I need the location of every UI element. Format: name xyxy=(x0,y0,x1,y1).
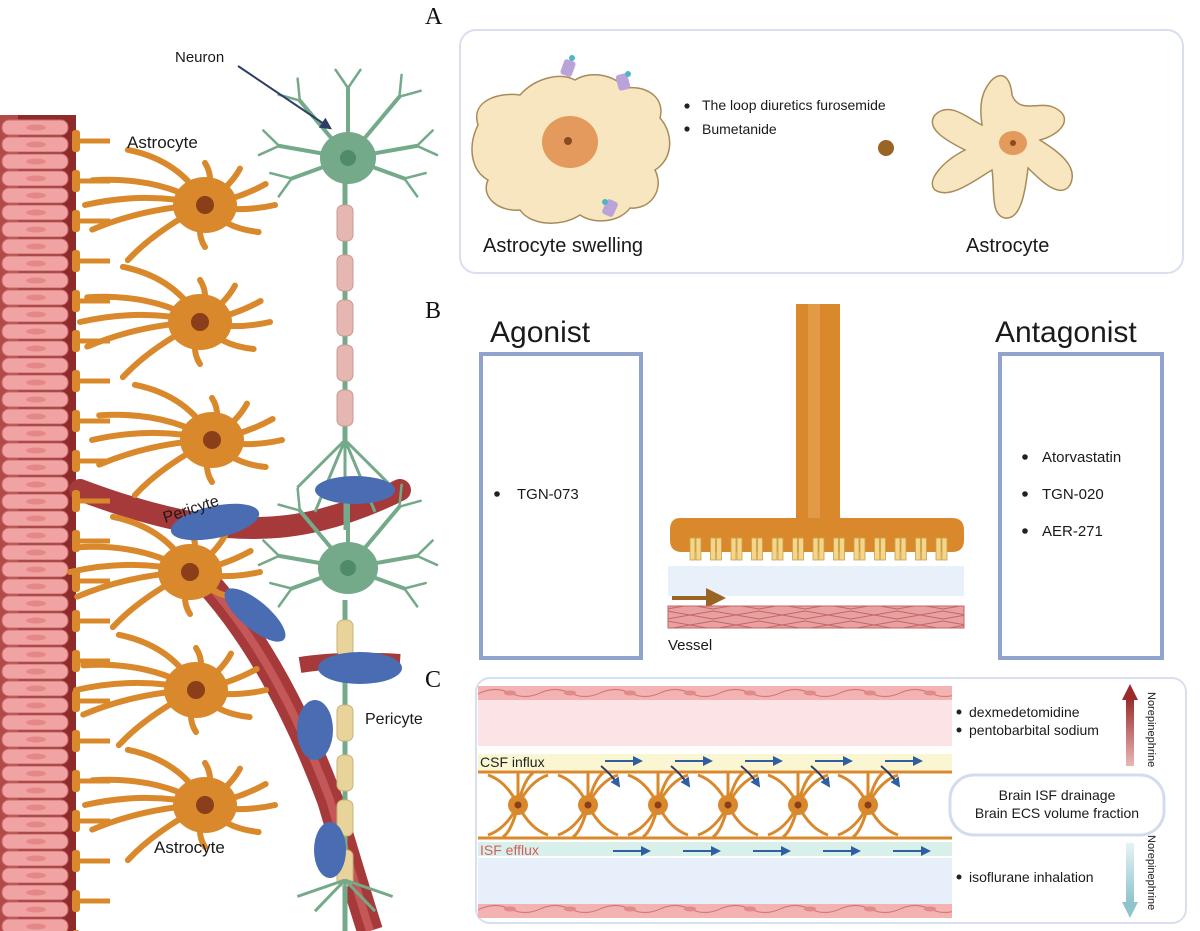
panel-a-bullet-2: Bumetanide xyxy=(702,121,777,137)
pericyte-cells xyxy=(170,476,402,878)
panel-c-letter: C xyxy=(425,667,441,693)
flow-arrows xyxy=(600,756,931,856)
channel-protein-icons xyxy=(560,55,631,217)
vessel-wall-icon xyxy=(667,605,965,629)
antagonist-item-2: TGN-020 xyxy=(1042,486,1104,503)
drainage-line-1: Brain ISF drainage xyxy=(999,787,1116,803)
top-vessel-band xyxy=(478,686,952,700)
astrocyte-bottom-label: Astrocyte xyxy=(154,838,225,857)
neuron-top xyxy=(257,68,439,198)
panel-c: C CSF influx ISF efflux dexmedetomidine … xyxy=(425,667,1187,924)
norepinephrine-up-arrow xyxy=(1122,684,1138,766)
norepinephrine-down-arrow xyxy=(1122,843,1138,918)
left-illustration: Neuron Astrocyte Pericyte Pericyte Astro… xyxy=(0,49,439,931)
panel-a-left-caption: Astrocyte swelling xyxy=(483,235,643,257)
agonist-title: Agonist xyxy=(490,316,591,349)
panel-b: B Agonist TGN-073 Antagonist Atorvastati… xyxy=(425,298,1164,660)
vessel-label: Vessel xyxy=(668,637,712,654)
antagonist-item-3: AER-271 xyxy=(1042,523,1103,540)
panel-a-letter: A xyxy=(425,4,443,30)
astrocyte-cells xyxy=(67,130,285,931)
bottom-vessel-band xyxy=(478,904,952,918)
astrocyte-top-label: Astrocyte xyxy=(127,133,198,152)
panel-a: A The loop diuretics furosemide Bumetani… xyxy=(425,4,1184,274)
astrocyte-row xyxy=(478,770,952,840)
panel-b-letter: B xyxy=(425,298,441,324)
csf-influx-lane xyxy=(478,754,952,770)
norepinephrine-up-label: Norepinephrine xyxy=(1145,692,1157,767)
bottom-drug-1: isoflurane inhalation xyxy=(969,869,1094,885)
perivascular-space xyxy=(668,566,964,596)
drainage-box xyxy=(948,773,1166,837)
main-vessel xyxy=(0,115,76,931)
norepinephrine-down-label: Norepinephrine xyxy=(1145,835,1157,910)
top-drug-2: pentobarbital sodium xyxy=(969,722,1099,738)
neuron-axon xyxy=(296,180,394,931)
panel-a-right-caption: Astrocyte xyxy=(966,235,1049,257)
neuron-pointer-arrow xyxy=(237,65,332,130)
csf-influx-label: CSF influx xyxy=(480,754,545,770)
top-drug-1: dexmedetomidine xyxy=(969,704,1080,720)
pericyte-right-label: Pericyte xyxy=(365,711,423,728)
antagonist-item-1: Atorvastatin xyxy=(1042,449,1121,466)
agonist-box xyxy=(479,352,643,660)
astrocyte-endfoot-icon xyxy=(670,304,964,561)
antagonist-title: Antagonist xyxy=(995,316,1137,349)
drainage-line-2: Brain ECS volume fraction xyxy=(975,805,1139,821)
panel-a-bullet-1: The loop diuretics furosemide xyxy=(702,97,886,113)
neuron-label: Neuron xyxy=(175,49,224,66)
isf-efflux-label: ISF efflux xyxy=(480,842,539,858)
isf-efflux-lane xyxy=(478,842,952,856)
antagonist-box xyxy=(998,352,1164,660)
agonist-item-1: TGN-073 xyxy=(517,486,579,503)
